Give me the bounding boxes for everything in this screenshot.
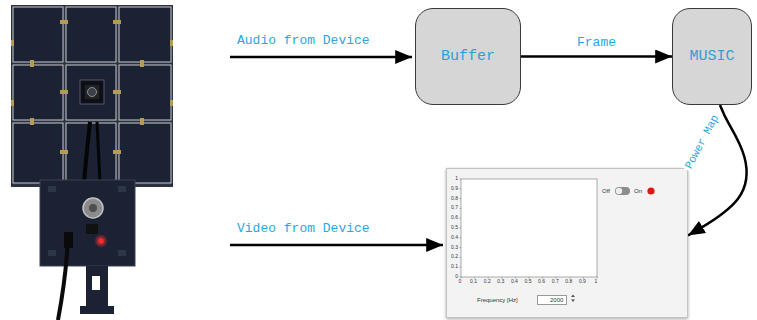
axis-tick [460, 188, 462, 189]
app-window: Off OnFrequency [Hz] 2000 [446, 168, 688, 318]
flow-label: Video from Device [237, 222, 370, 236]
toggle-label: Off [602, 188, 610, 194]
box-label: Buffer [441, 48, 495, 65]
stand-component [86, 224, 98, 234]
axis-tick-label: 0.1 [470, 279, 477, 284]
toggle-label: On [634, 188, 642, 194]
spinner-arrows [571, 295, 575, 303]
camera-lens [88, 88, 97, 97]
axis-tick [460, 198, 462, 199]
edge-label: Frame [575, 36, 618, 50]
axis-tick-label: 0.5 [451, 225, 458, 230]
power-cable [58, 236, 68, 320]
flow-arrow [521, 55, 672, 58]
axis-tick-label: 0.3 [497, 279, 504, 284]
axis-tick-label: 0 [455, 274, 458, 279]
camera-body [85, 85, 99, 99]
axis-tick-label: 1 [595, 279, 598, 284]
video-arrow [230, 244, 443, 247]
connector-pads [11, 20, 173, 154]
toggle-switch [615, 187, 630, 195]
axis-tick-label: 0.2 [451, 254, 458, 259]
field-label: Frequency [Hz] [477, 297, 518, 303]
axis-tick-label: 0.8 [451, 195, 458, 200]
axis-tick-label: 0.4 [511, 279, 518, 284]
mic-panel [66, 123, 116, 183]
stem-slot [92, 276, 100, 290]
axis-tick-label: 0.9 [451, 185, 458, 190]
plot-area [461, 179, 597, 277]
stand-hole [48, 250, 56, 256]
axis-tick [460, 257, 462, 258]
axis-tick [460, 267, 462, 268]
mic-panel [119, 7, 171, 62]
axis-tick [460, 228, 462, 229]
camera-module [80, 80, 104, 104]
stand-hole [118, 186, 126, 192]
axis-tick-label: 0.1 [451, 264, 458, 269]
mic-panel [13, 7, 63, 62]
axis-tick-label: 1 [455, 176, 458, 181]
axis-tick-label: 0.5 [525, 279, 532, 284]
stand-plate [40, 180, 135, 266]
axis-tick-label: 0.2 [484, 279, 491, 284]
axis-tick-label: 0.7 [451, 205, 458, 210]
axis-tick-label: 0.4 [451, 234, 458, 239]
board-frame [11, 5, 173, 187]
box-label: MUSIC [689, 48, 734, 65]
led-glow [94, 234, 108, 248]
stand-foot [80, 306, 114, 314]
axis-tick [460, 247, 462, 248]
mic-panel [13, 65, 63, 120]
stand-hole [48, 186, 56, 192]
mic-panel [119, 65, 171, 120]
toggle-knob [616, 188, 622, 194]
axis-tick-label: 0 [459, 279, 462, 284]
mic-panel [66, 65, 116, 120]
edge-label: Power Map [682, 111, 722, 173]
mic-panel [119, 123, 171, 183]
axis-tick-label: 0.6 [538, 279, 545, 284]
power-plug [64, 232, 73, 248]
axis-tick [460, 179, 462, 180]
cable [97, 122, 100, 182]
spinner-value: 2000 [537, 295, 567, 305]
axis-tick-label: 0.8 [565, 279, 572, 284]
mic-panel [66, 7, 116, 62]
axis-tick [460, 237, 462, 238]
mic-panel [13, 123, 63, 183]
status-indicator [647, 187, 654, 194]
status-led [99, 239, 104, 244]
flow-label: Audio from Device [237, 34, 370, 48]
process-box: Buffer [415, 8, 521, 105]
axis-tick [460, 218, 462, 219]
stand-hole [118, 250, 126, 256]
axis-tick-label: 0.9 [579, 279, 586, 284]
audio-arrow [230, 56, 412, 59]
axis-tick [460, 208, 462, 209]
axis-tick-label: 0.6 [451, 215, 458, 220]
cable [84, 122, 90, 182]
stand-stem [86, 266, 108, 308]
axis-tick-label: 0.3 [451, 244, 458, 249]
process-box: MUSIC [672, 8, 752, 105]
axis-tick [460, 277, 462, 278]
axis-tick-label: 0.7 [552, 279, 559, 284]
mount-bolt [83, 198, 103, 218]
mount-bolt-head [89, 204, 97, 212]
